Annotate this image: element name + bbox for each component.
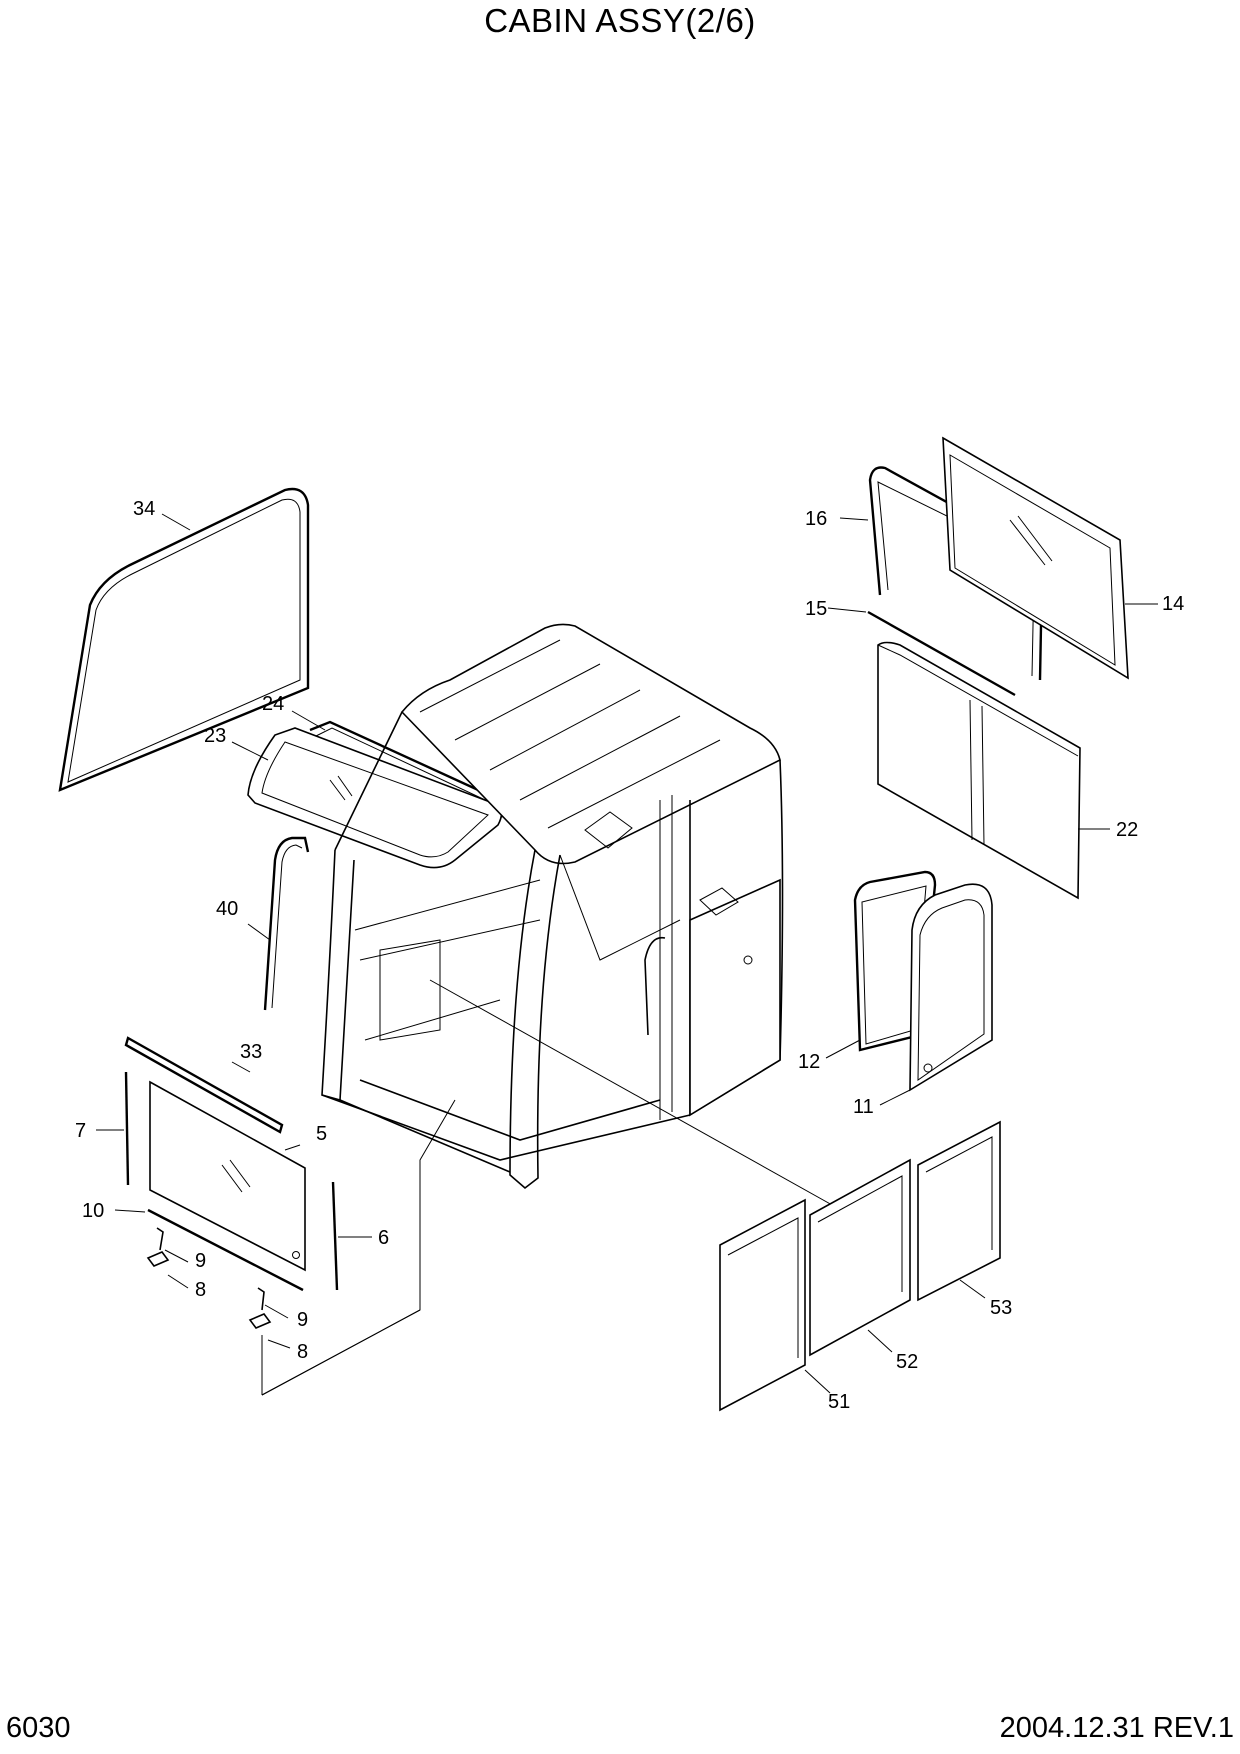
page-title: CABIN ASSY(2/6) (484, 2, 756, 39)
part-52-panel (809, 1158, 911, 1357)
label-8b: 8 (297, 1341, 308, 1363)
label-53: 53 (990, 1297, 1012, 1319)
part-51-panel (719, 1198, 806, 1412)
label-52: 52 (896, 1351, 918, 1373)
part-34-glass-seal (58, 487, 310, 792)
label-11: 11 (853, 1096, 874, 1118)
part-33-strip (124, 1036, 284, 1134)
part-53-panel (917, 1120, 1001, 1302)
part-8-9-fasteners-b (248, 1287, 421, 1396)
label-24: 24 (262, 693, 284, 715)
label-6: 6 (378, 1227, 389, 1249)
part-5-front-glass (149, 1080, 306, 1272)
label-22: 22 (1116, 819, 1138, 841)
cabin-frame (261, 623, 851, 1396)
label-7: 7 (75, 1120, 86, 1142)
part-10-strip (147, 1208, 304, 1292)
part-7-strip (124, 1071, 130, 1186)
label-10: 10 (82, 1200, 104, 1222)
part-8-9-fasteners-a (146, 1227, 170, 1267)
label-15: 15 (805, 598, 827, 620)
revision-date: 2004.12.31 REV.1 (999, 1712, 1234, 1744)
leader-lines (96, 513, 1158, 1394)
part-40-seal (263, 836, 310, 1011)
label-5: 5 (316, 1123, 327, 1145)
part-11-door-glass (909, 883, 993, 1092)
part-14-rear-glass (942, 436, 1129, 680)
label-8a: 8 (195, 1279, 206, 1301)
label-9b: 9 (297, 1309, 308, 1331)
label-14: 14 (1162, 593, 1184, 615)
label-9a: 9 (195, 1250, 206, 1272)
part-12-seal (853, 870, 937, 1052)
label-51: 51 (828, 1391, 850, 1413)
label-16: 16 (805, 508, 827, 530)
label-23: 23 (204, 725, 226, 747)
label-34: 34 (133, 498, 155, 520)
label-12: 12 (798, 1051, 820, 1073)
label-33: 33 (240, 1041, 262, 1063)
part-22-panel (877, 641, 1081, 900)
page-number: 6030 (6, 1712, 71, 1744)
label-40: 40 (216, 898, 238, 920)
part-15-strip (867, 610, 1016, 697)
part-6-strip (331, 1181, 339, 1291)
